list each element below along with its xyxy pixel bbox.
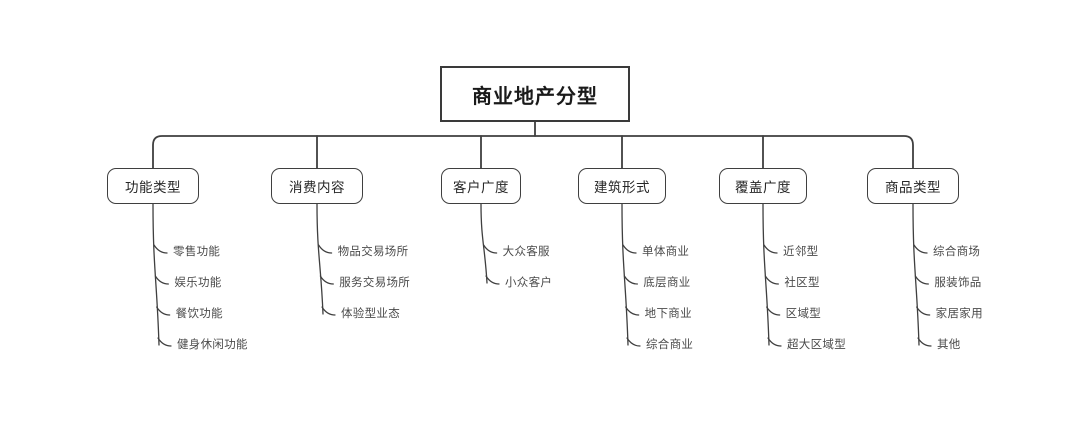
branch-node-3[interactable]: 客户广度: [441, 168, 521, 204]
leaf-label[interactable]: 餐饮功能: [175, 308, 223, 320]
leaf-label[interactable]: 小众客户: [505, 277, 553, 289]
leaf-label[interactable]: 服务交易场所: [339, 277, 411, 289]
leaf-label[interactable]: 单体商业: [642, 246, 690, 258]
leaf-label[interactable]: 区域型: [785, 308, 822, 320]
leaf-label[interactable]: 其他: [937, 339, 961, 351]
leaf-label[interactable]: 娱乐功能: [174, 277, 222, 289]
leaf-label[interactable]: 社区型: [784, 277, 820, 289]
leaf-label[interactable]: 大众客服: [502, 246, 550, 258]
leaf-label[interactable]: 零售功能: [173, 246, 221, 258]
leaf-label[interactable]: 家居家用: [935, 308, 983, 320]
branch-node-1[interactable]: 功能类型: [107, 168, 199, 204]
branch-node-2[interactable]: 消费内容: [271, 168, 363, 204]
leaf-label[interactable]: 健身休闲功能: [177, 339, 248, 351]
leaf-label[interactable]: 体验型业态: [341, 308, 400, 320]
branch-node-5[interactable]: 覆盖广度: [719, 168, 807, 204]
leaf-label[interactable]: 物品交易场所: [337, 246, 409, 258]
leaf-label[interactable]: 服装饰品: [934, 277, 982, 289]
leaf-label[interactable]: 地下商业: [644, 308, 692, 320]
leaf-label[interactable]: 底层商业: [643, 277, 691, 289]
root-node[interactable]: 商业地产分型: [440, 66, 630, 122]
leaf-label[interactable]: 近邻型: [783, 246, 819, 258]
branch-node-6[interactable]: 商品类型: [867, 168, 959, 204]
leaf-label[interactable]: 综合商场: [933, 246, 981, 258]
leaf-label[interactable]: 超大区域型: [787, 339, 846, 351]
leaf-label[interactable]: 综合商业: [646, 339, 694, 351]
branch-node-4[interactable]: 建筑形式: [578, 168, 666, 204]
